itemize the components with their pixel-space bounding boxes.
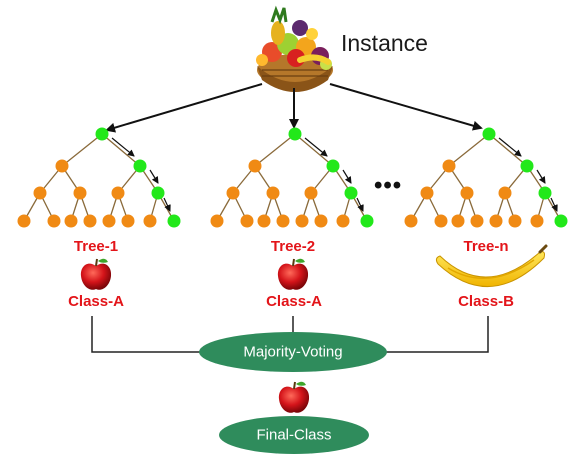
path-node <box>344 186 358 200</box>
path-node <box>360 214 374 228</box>
tree-node <box>266 186 280 200</box>
tree-node <box>143 214 157 228</box>
apple-icon <box>277 258 309 290</box>
tree-node <box>304 186 318 200</box>
instance-arrows <box>105 83 483 133</box>
path-arrow <box>550 197 558 212</box>
decision-tree <box>17 127 181 228</box>
tree-node <box>442 159 456 173</box>
tree-node <box>240 214 254 228</box>
tree-node <box>83 214 97 228</box>
path-arrow <box>356 197 364 212</box>
tree-node <box>226 186 240 200</box>
class-label: Class-A <box>266 293 322 310</box>
tree-node <box>64 214 78 228</box>
tree-edge <box>294 133 334 167</box>
class-label: Class-A <box>68 293 124 310</box>
tree-node <box>33 186 47 200</box>
tree-edge <box>61 133 103 167</box>
tree-node <box>434 214 448 228</box>
tree-node <box>508 214 522 228</box>
instance-label: Instance <box>341 30 428 56</box>
tree-name-label: Tree-1 <box>73 238 119 255</box>
tree-edge <box>488 133 528 167</box>
path-node <box>538 186 552 200</box>
tree-node <box>121 214 135 228</box>
voting-connectors <box>91 316 489 353</box>
tree-node <box>111 186 125 200</box>
tree-node <box>210 214 224 228</box>
path-arrow <box>304 137 328 157</box>
decision-trees <box>17 127 568 228</box>
tree-node <box>102 214 116 228</box>
tree-edge <box>448 133 490 167</box>
path-node <box>95 127 109 141</box>
tree-node <box>295 214 309 228</box>
tree-node <box>420 186 434 200</box>
tree-node <box>489 214 503 228</box>
path-arrow <box>498 137 522 157</box>
decision-tree <box>210 127 374 228</box>
apple-icon <box>80 258 112 290</box>
ellipsis-dots: ••• <box>374 172 403 199</box>
tree-edge <box>101 133 141 167</box>
decision-tree <box>404 127 568 228</box>
tree-node <box>73 186 87 200</box>
tree-name-label: Tree-2 <box>270 238 316 255</box>
tree-node <box>248 159 262 173</box>
path-node <box>151 186 165 200</box>
path-arrow <box>163 197 171 212</box>
tree-edge <box>254 133 296 167</box>
path-node <box>520 159 534 173</box>
apple-icon <box>278 381 310 413</box>
path-node <box>288 127 302 141</box>
tree-node <box>470 214 484 228</box>
tree-node <box>257 214 271 228</box>
tree-node <box>498 186 512 200</box>
tree-node <box>336 214 350 228</box>
path-node <box>326 159 340 173</box>
majority-voting-ellipse <box>199 332 387 372</box>
tree-node <box>55 159 69 173</box>
path-node <box>554 214 568 228</box>
tree-name-label: Tree-n <box>463 238 509 255</box>
tree-node <box>314 214 328 228</box>
tree-node <box>530 214 544 228</box>
path-arrow <box>111 137 135 157</box>
class-label: Class-B <box>458 293 514 310</box>
path-arrow <box>536 169 546 184</box>
path-node <box>167 214 181 228</box>
path-arrow <box>149 169 159 184</box>
path-node <box>482 127 496 141</box>
banana-icon <box>435 244 548 287</box>
tree-node <box>17 214 31 228</box>
tree-node <box>47 214 61 228</box>
tree-node <box>460 186 474 200</box>
fruit-basket-icon <box>256 5 333 92</box>
path-node <box>133 159 147 173</box>
tree-node <box>276 214 290 228</box>
majority-voting-label: Majority-Voting <box>243 343 343 361</box>
tree-node <box>451 214 465 228</box>
final-class-ellipse <box>219 416 369 454</box>
final-class-label: Final-Class <box>256 426 332 444</box>
tree-node <box>404 214 418 228</box>
path-arrow <box>342 169 352 184</box>
